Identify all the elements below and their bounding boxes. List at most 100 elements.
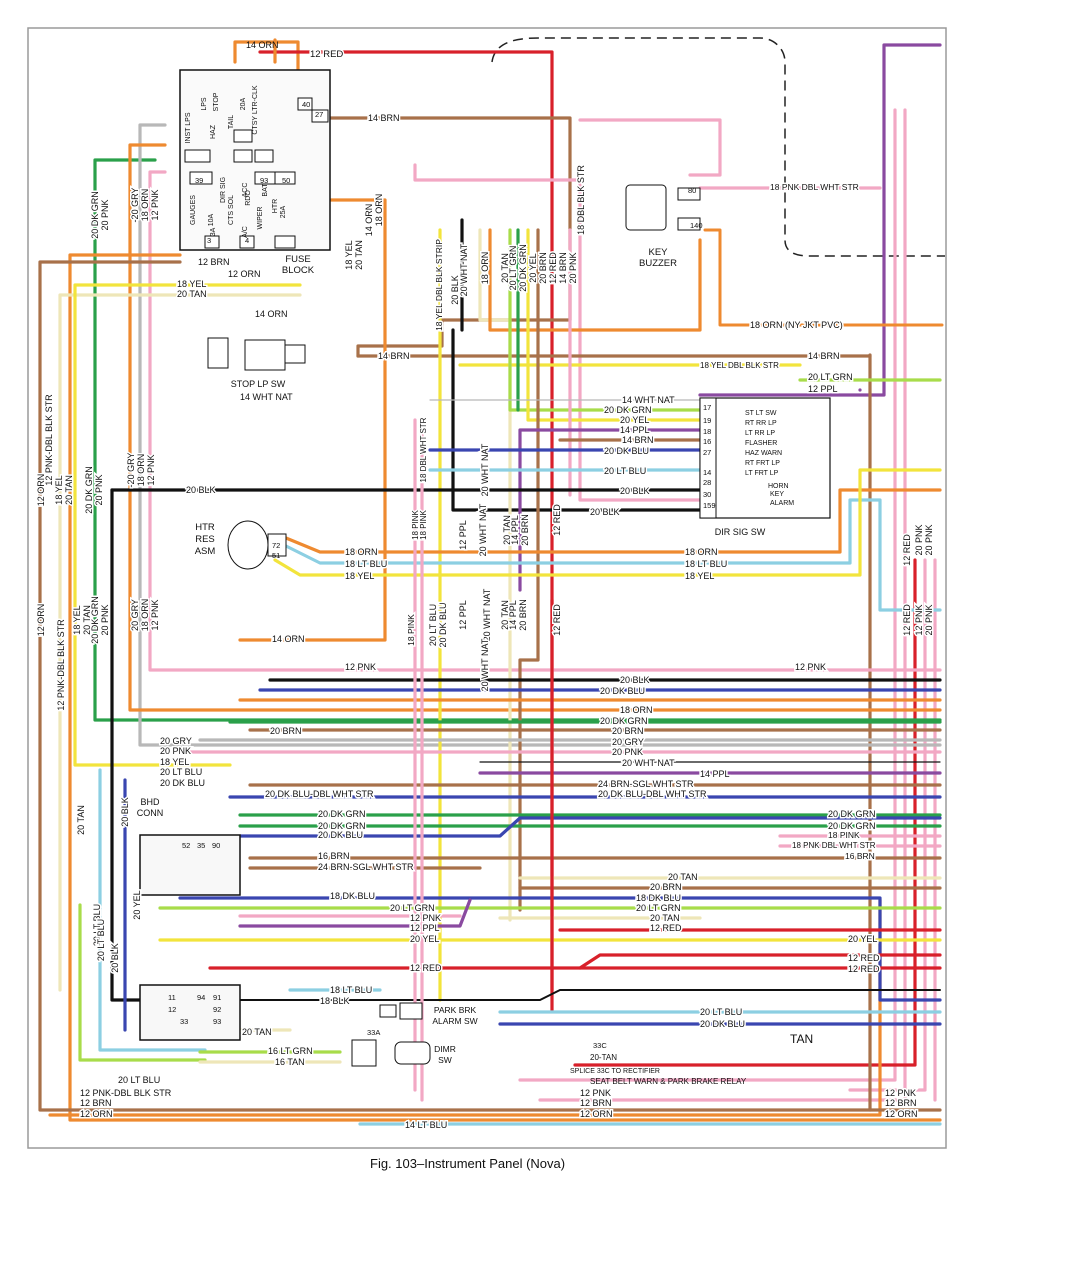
fuse-block: FUSE BLOCK <box>179 69 331 276</box>
wire-label-w14brn_mid: 14 BRN <box>378 351 410 361</box>
wire-label-m18ltblu: 18 LT BLU <box>330 985 372 995</box>
connector-pin: 39 <box>195 176 203 185</box>
wire-label-v12pnk: 12 PNK <box>146 454 156 485</box>
connector-pin: 3 <box>207 236 211 245</box>
fuse-label: DIR SIG <box>220 177 227 203</box>
wire-label-h18yel: 18 YEL <box>345 571 374 581</box>
wire-group <box>38 38 944 1126</box>
fuse-label: LPS <box>201 97 208 111</box>
connector-pin: 27 <box>315 110 323 119</box>
ltblue-left-wire <box>98 768 207 1052</box>
wire-label-vm20brn: 20 BRN <box>520 514 530 546</box>
key-buzzer: KEY BUZZER <box>625 184 701 269</box>
wire-label-w18orn_ny: 18 ORN (NY JKT PVC) <box>750 320 843 330</box>
wire-label-r12red: 12 RED <box>848 953 880 963</box>
wire-label-vm18pink3: 18 PINK <box>406 614 416 646</box>
wire-label-tan_lbl: TAN <box>790 1032 813 1046</box>
connector-pin: 80 <box>688 186 696 195</box>
wire-label-c20dkblu_dbl: 20 DK BLU-DBL WHT STR <box>598 789 707 799</box>
wire-label-m20ltgrn: 20 LT GRN <box>636 903 681 913</box>
wire-label-vb20ltblu2: 20 LT BLU <box>96 919 106 961</box>
htr-res-asm-label3: ASM <box>195 546 216 557</box>
wire-label-d20blk: 20 BLK <box>620 486 650 496</box>
wire-label-vm12ppl: 12 PPL <box>458 520 468 550</box>
wire-label-vl18yel: 18 YEL <box>54 475 64 504</box>
wire-label-vl12pnk_dbl4: 12 PNK-DBL BLK STR <box>56 619 66 711</box>
fuse-block-label2: BLOCK <box>282 265 315 276</box>
wire-label-v20gry3: 20 GRY <box>130 599 140 631</box>
dir-sig-pin-label: RT FRT LP <box>745 460 780 467</box>
wire-label-vr12red2: 12 RED <box>902 604 912 636</box>
wire-label-w20ltgrn_r: 20 LT GRN <box>808 372 853 382</box>
wire-label-bot14ltblu: 14 LT BLU <box>405 1120 447 1130</box>
black-v-wire <box>451 328 702 512</box>
wire-label-bot20dkblu: 20 DK BLU <box>700 1019 745 1029</box>
diagram-frame <box>27 27 947 1149</box>
component-label-key_alarm-1: ALARM <box>770 500 794 507</box>
bhd-conn-label: BHD <box>140 797 160 807</box>
wire-label-vm12red2: 12 RED <box>552 604 562 636</box>
wire-label-bot12brn: 12 BRN <box>80 1098 112 1108</box>
connector-pin: 35 <box>197 841 205 850</box>
wire-label-bot12pnk_dbl: 12 PNK-DBL BLK STR <box>80 1088 172 1098</box>
wire-label-vc20ltgrn: 20 LT GRN <box>508 246 518 291</box>
wire-label-d14ppl: 14 PPL <box>620 425 650 435</box>
wire-label-w14orn_top: 14 ORN <box>246 40 279 50</box>
wire-label-vm20whtnat4: 20 WHT NAT <box>480 638 490 691</box>
wire-label-l20dkblu_dbl: 20 DK BLU-DBL WHT STR <box>265 789 374 799</box>
htr-orange-wire <box>284 488 942 554</box>
wire-label-m12ppl: 12 PPL <box>410 923 440 933</box>
pink-buzzer-wire <box>578 118 722 177</box>
wire-label-v20pnk: 20 PNK <box>100 604 110 635</box>
wire-label-vc20dkgrn: 20 DK GRN <box>518 244 528 292</box>
wire-label-vm20ltblu: 20 LT BLU <box>428 604 438 646</box>
bhd-connector: BHD CONN <box>137 797 241 1041</box>
wire-label-r16brn: 16 BRN <box>845 851 875 861</box>
fuse-label: 20A <box>240 97 247 110</box>
wire-label-c20blk: 20 BLK <box>620 675 650 685</box>
wire-label-h18orn_r: 18 ORN <box>685 547 718 557</box>
wire-label-v20dkgrn: 20 DK GRN <box>84 466 94 514</box>
wire-label-vm20tan: 20 TAN <box>502 515 512 545</box>
connector-pin: 16 <box>703 437 711 446</box>
fuse-label: A/C <box>242 226 249 238</box>
wire-label-bot12pnk_r: 12 PNK <box>885 1088 916 1098</box>
wire-label-vl20tan4: 20 TAN <box>82 605 92 635</box>
wire-label-bot20ltblu: 20 LT BLU <box>700 1007 742 1017</box>
dir-sig-switch: DIR SIG SW <box>699 397 831 537</box>
stop-lp-sw-label: STOP LP SW <box>231 379 286 389</box>
wire-label-d14brn: 14 BRN <box>622 435 654 445</box>
connector-pin: 93 <box>213 1017 221 1026</box>
park-brake-switch: PARK BRK ALARM SW <box>379 1002 478 1026</box>
wire-label-vc20whtnat: 20 WHT NAT <box>459 243 469 296</box>
connector-pin: 19 <box>703 416 711 425</box>
wire-label-v12pnk3: 12 PNK <box>150 599 160 630</box>
connector-pin: 90 <box>212 841 220 850</box>
orange-fuse-r-wire <box>238 198 387 642</box>
wire-label-vl12orn: 12 ORN <box>36 474 46 507</box>
wire-label-v20pnk: 20 PNK <box>94 474 104 505</box>
connector-pin: 33A <box>367 1028 380 1037</box>
fuse-label: 25A <box>280 205 287 218</box>
wire-label-vc20pnk: 20 PNK <box>568 252 578 283</box>
fuse-label: STOP <box>213 92 220 111</box>
wire-label-vc18orn: 18 ORN <box>480 252 490 285</box>
park-brk-label: PARK BRK <box>434 1005 477 1015</box>
wire-label-vm18dbl: 18 DBL WHT STR <box>419 417 428 482</box>
connector-pin: 51 <box>272 551 280 560</box>
wire-label-h18ltblu_r: 18 LT BLU <box>685 559 727 569</box>
stop-lamp-switch: STOP LP SW <box>207 337 306 389</box>
wire-label-w14wht_nat: 14 WHT NAT <box>240 392 293 402</box>
wire-label-m16brn: 16 BRN <box>318 851 350 861</box>
connector-pin: 50 <box>282 176 290 185</box>
fuse-label: CTSY LTR-CLK <box>252 85 259 134</box>
fuse-block-label: FUSE <box>285 254 310 265</box>
fuse-label: HTR <box>272 199 279 213</box>
orange-fb-wire <box>128 143 942 712</box>
gray-fb-wire <box>138 123 942 747</box>
wire-label-v18orn: 18 ORN <box>136 454 146 487</box>
wire-label-bot12orn2: 12 ORN <box>580 1109 613 1119</box>
connector-pin: 11 <box>168 993 176 1002</box>
wire-label-bot20ltblu_l: 20 LT BLU <box>118 1075 160 1085</box>
